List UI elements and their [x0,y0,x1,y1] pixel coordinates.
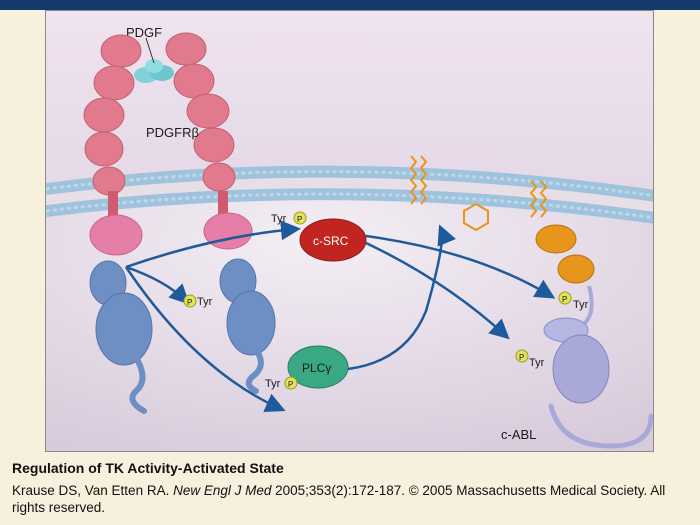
csrc-label: c-SRC [313,234,349,248]
svg-text:P: P [288,380,293,389]
cabl-label: c-ABL [501,427,536,442]
ptyr-site-2: P Tyr [183,294,213,308]
signaling-arrows [124,220,556,413]
hexagon-lipid [463,202,489,232]
plc-label: PLCγ [302,361,331,375]
svg-text:P: P [297,215,302,224]
jm-left [89,214,143,256]
figure-caption: Regulation of TK Activity-Activated Stat… [12,460,692,516]
top-bar [0,0,700,10]
kinase-right [219,258,276,356]
pathway-figure: PDGF PDGFRβ [45,10,654,452]
pdgfr-right-extracellular [165,32,236,192]
citation-rest: 2005;353(2):172-187. © 2005 Massachusett… [12,483,666,515]
lipid-anchors [409,155,548,218]
tail-right [245,350,264,394]
pdgf-label: PDGF [126,25,162,40]
svg-text:Tyr: Tyr [197,296,213,308]
citation-journal: New Engl J Med [173,483,272,498]
svg-text:P: P [187,298,192,307]
cell-membrane [46,165,653,224]
tail-left [129,358,147,414]
svg-text:Tyr: Tyr [573,299,589,311]
pdgfr-left-extracellular [83,34,142,196]
svg-text:Tyr: Tyr [271,213,287,225]
ptyr-site-5: P Tyr [515,349,545,369]
tm-right [218,191,228,217]
svg-text:Tyr: Tyr [529,357,545,369]
ptyr-site-4: P Tyr [558,291,589,311]
jm-right [203,212,253,250]
cabl-protein [535,224,653,449]
kinase-left [89,260,153,366]
ptyr-site-1: Tyr P [271,211,307,225]
svg-text:P: P [562,295,567,304]
ptyr-site-3: Tyr P [265,376,298,390]
plc-protein [287,345,349,389]
svg-text:P: P [519,353,524,362]
pdgf-ligand [134,37,174,83]
citation-authors: Krause DS, Van Etten RA. [12,483,174,498]
caption-title: Regulation of TK Activity-Activated Stat… [12,460,284,476]
cytoplasm [46,187,653,451]
pdgfr-label: PDGFRβ [146,125,199,140]
caption-citation: Krause DS, Van Etten RA. New Engl J Med … [12,482,692,516]
tm-left [108,191,118,217]
svg-text:Tyr: Tyr [265,378,281,390]
